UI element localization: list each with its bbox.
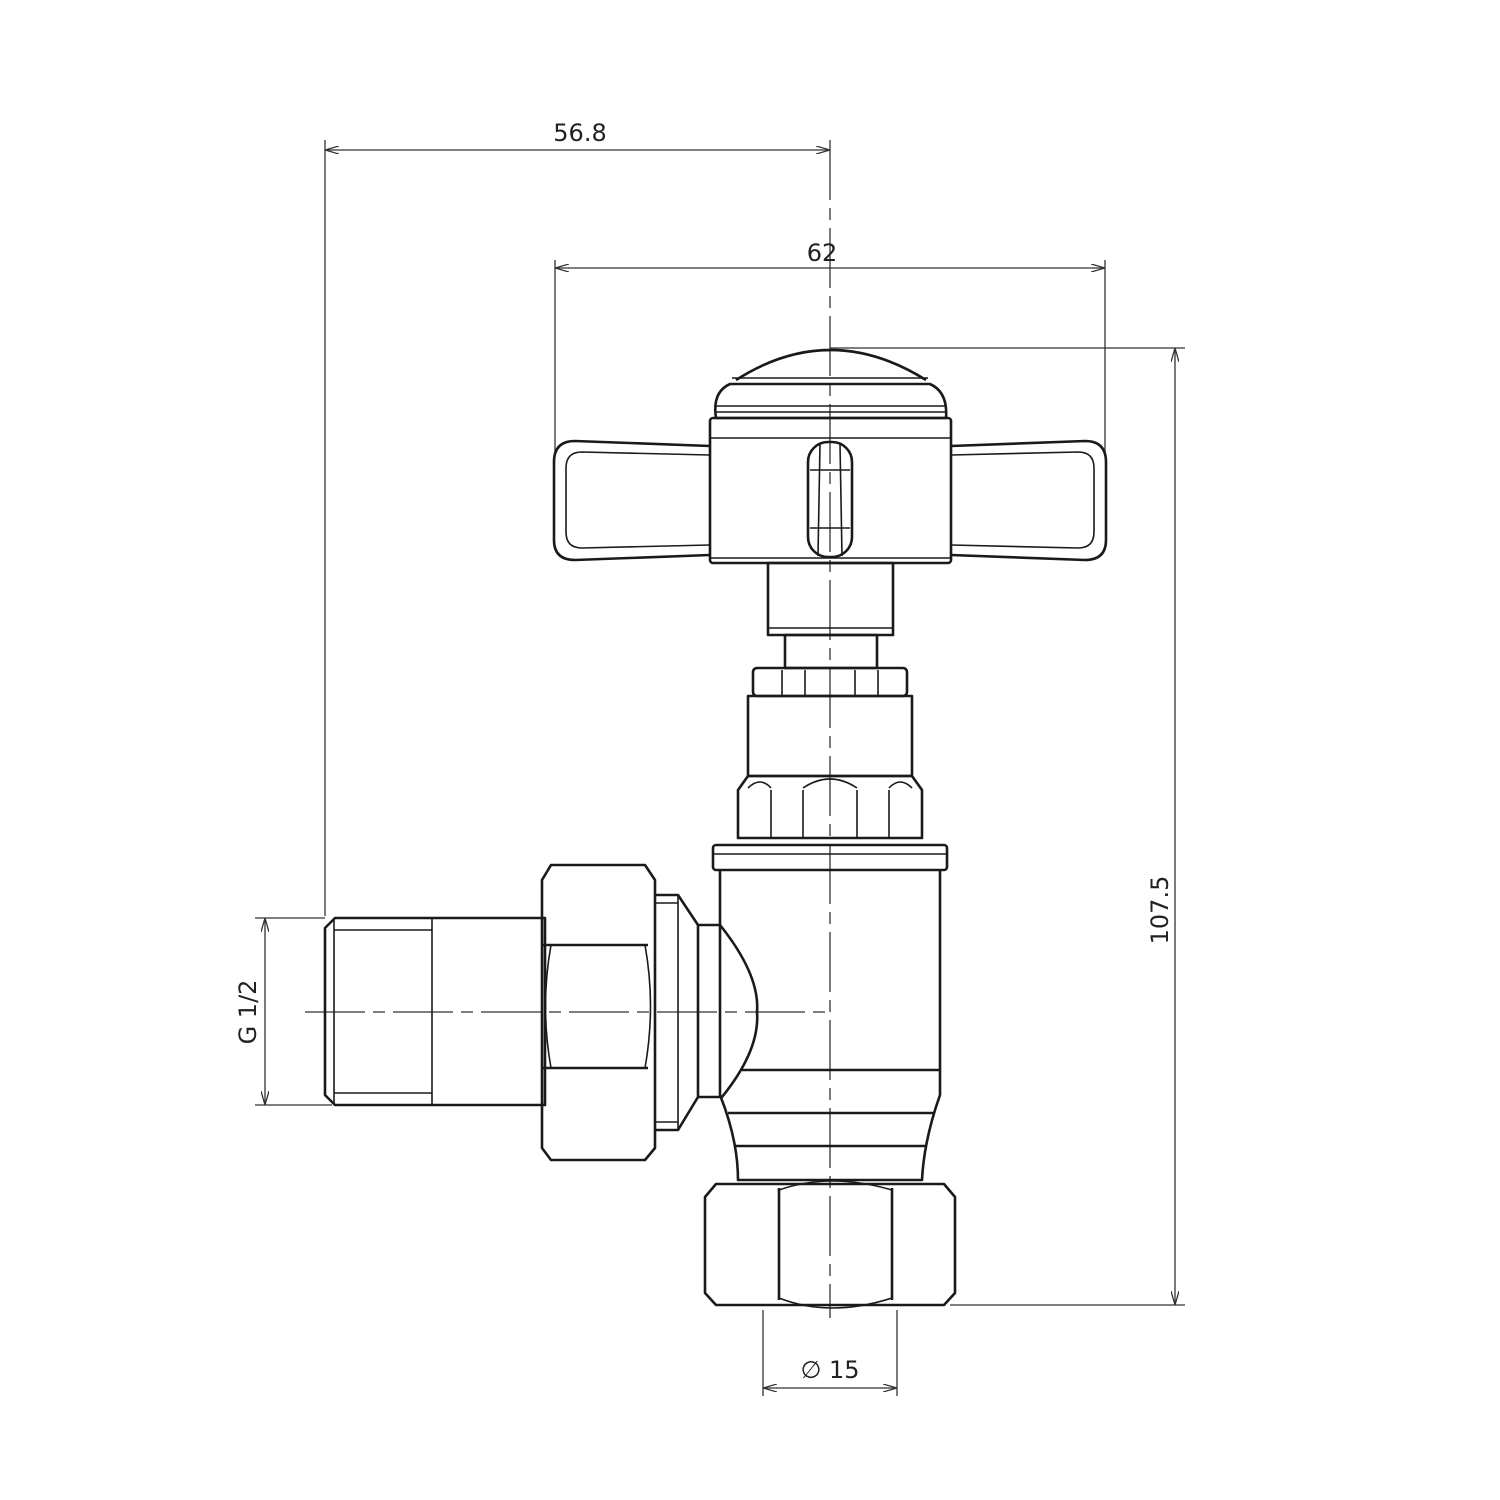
tail-connector — [323, 863, 759, 1162]
cross-head-handle — [552, 348, 1108, 565]
dimension-label: 107.5 — [1146, 876, 1174, 945]
dimension-label: G 1/2 — [234, 980, 262, 1045]
spindle-assembly — [736, 561, 924, 840]
dimension-thread: G 1/2 — [234, 917, 332, 1106]
dimension-inlet-offset: 56.8 — [324, 119, 830, 916]
dimension-handle-width: 62 — [554, 239, 1106, 455]
dimension-overall-height: 107.5 — [830, 347, 1185, 1306]
dimension-label: 56.8 — [553, 119, 606, 147]
dimension-label: ∅ 15 — [800, 1356, 859, 1384]
valve-body — [703, 843, 957, 1309]
dimension-label: 62 — [807, 239, 838, 267]
dimension-pipe-diameter: ∅ 15 — [762, 1310, 898, 1396]
